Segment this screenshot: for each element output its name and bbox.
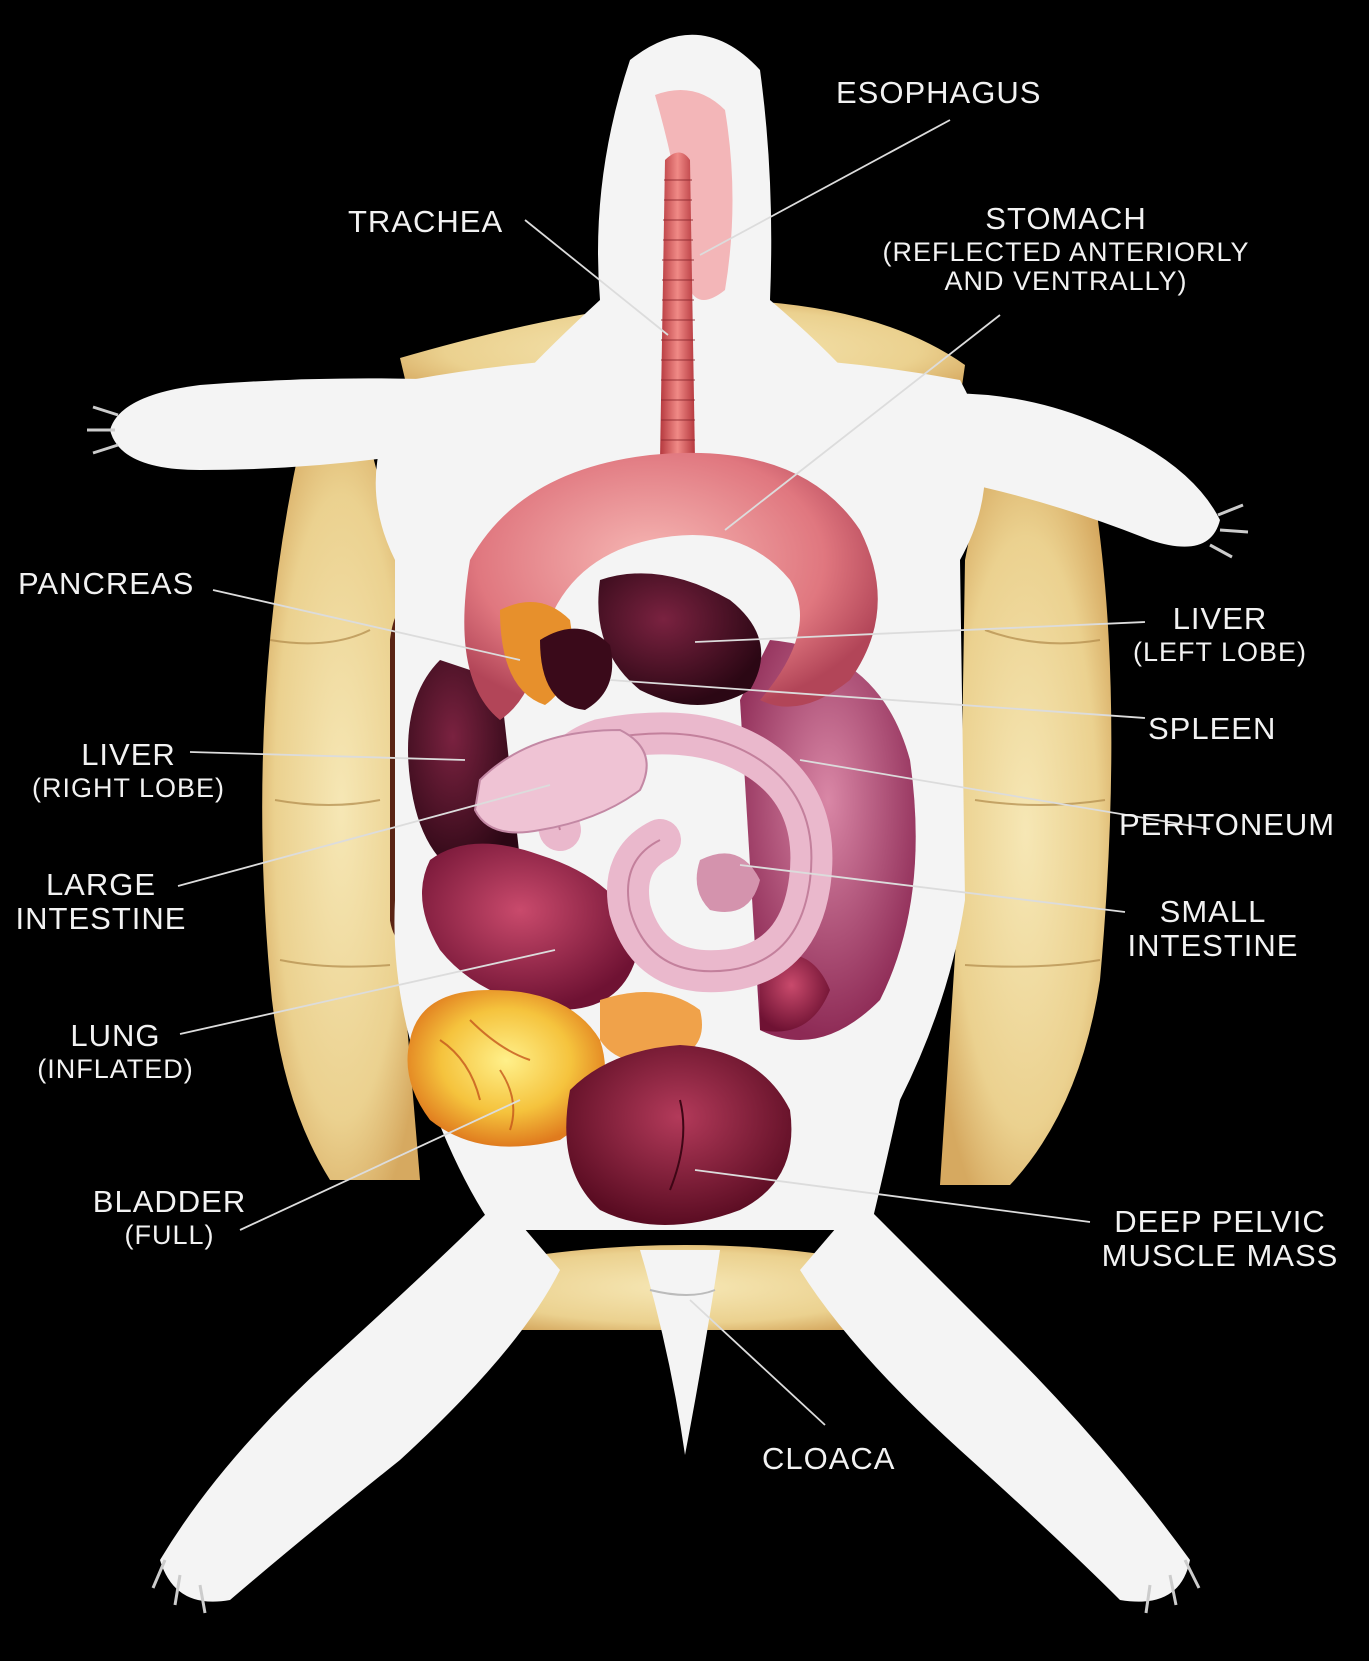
label-bladder-text: BLADDER — [82, 1185, 257, 1219]
label-trachea-text: TRACHEA — [348, 205, 503, 239]
label-small-intestine: SMALL INTESTINE — [1118, 895, 1308, 963]
label-deep-pelvic: DEEP PELVIC MUSCLE MASS — [1090, 1205, 1350, 1273]
label-bladder: BLADDER (FULL) — [82, 1185, 257, 1251]
label-liver-left-text: LIVER — [1125, 602, 1315, 636]
label-deep-pelvic-line2: MUSCLE MASS — [1090, 1239, 1350, 1273]
label-small-intestine-line1: SMALL — [1118, 895, 1308, 929]
label-pancreas-text: PANCREAS — [18, 567, 194, 601]
label-liver-left-sub: (LEFT LOBE) — [1125, 636, 1315, 668]
pelvic-muscle-organ — [566, 1045, 791, 1225]
label-peritoneum: PERITONEUM — [1119, 808, 1335, 842]
shell-right-plate — [940, 480, 1111, 1185]
label-lung: LUNG (INFLATED) — [28, 1019, 203, 1085]
label-bladder-sub: (FULL) — [82, 1219, 257, 1251]
label-cloaca: CLOACA — [762, 1442, 895, 1476]
label-deep-pelvic-line1: DEEP PELVIC — [1090, 1205, 1350, 1239]
label-stomach-text: STOMACH — [866, 202, 1266, 236]
label-spleen-text: SPLEEN — [1148, 712, 1276, 746]
label-spleen: SPLEEN — [1148, 712, 1276, 746]
label-stomach-sub2: AND VENTRALLY) — [866, 265, 1266, 297]
label-large-intestine: LARGE INTESTINE — [6, 868, 196, 936]
label-lung-sub: (INFLATED) — [28, 1053, 203, 1085]
label-esophagus-text: ESOPHAGUS — [836, 76, 1041, 110]
label-liver-right: LIVER (RIGHT LOBE) — [26, 738, 231, 804]
label-trachea: TRACHEA — [348, 205, 503, 239]
label-stomach-sub1: (REFLECTED ANTERIORLY — [866, 236, 1266, 268]
label-liver-right-sub: (RIGHT LOBE) — [26, 772, 231, 804]
label-cloaca-text: CLOACA — [762, 1442, 895, 1476]
label-pancreas: PANCREAS — [18, 567, 194, 601]
label-peritoneum-text: PERITONEUM — [1119, 808, 1335, 842]
label-large-intestine-line1: LARGE — [6, 868, 196, 902]
label-liver-right-text: LIVER — [26, 738, 231, 772]
label-stomach: STOMACH (REFLECTED ANTERIORLY AND VENTRA… — [866, 202, 1266, 297]
trachea-organ — [660, 153, 695, 461]
label-esophagus: ESOPHAGUS — [836, 76, 1041, 110]
label-liver-left: LIVER (LEFT LOBE) — [1125, 602, 1315, 668]
label-large-intestine-line2: INTESTINE — [6, 902, 196, 936]
label-small-intestine-line2: INTESTINE — [1118, 929, 1308, 963]
label-lung-text: LUNG — [28, 1019, 203, 1053]
